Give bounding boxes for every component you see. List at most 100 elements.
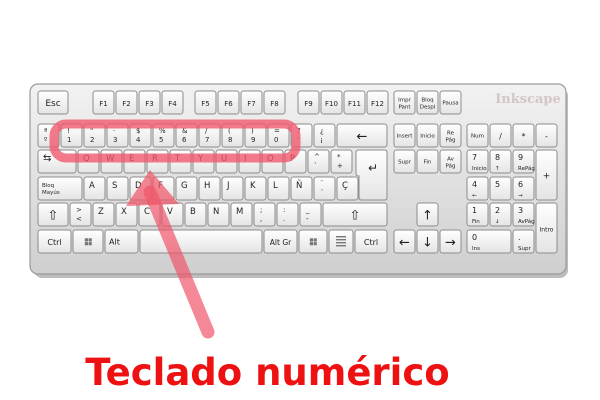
key-numpad-2[interactable]: 2↓ — [489, 202, 512, 227]
key-numpad-8[interactable]: 8↑ — [489, 149, 512, 174]
key-numpad-5[interactable]: 5 — [489, 176, 512, 201]
key-arrow-down[interactable]: ↓ — [416, 229, 439, 254]
keycap — [336, 176, 359, 201]
key-m[interactable]: M — [230, 202, 253, 227]
key-fin[interactable]: Fin — [416, 149, 439, 174]
key-bottom-label: + — [337, 162, 343, 170]
key-windows-left[interactable] — [72, 229, 104, 254]
keycap — [320, 90, 343, 115]
key-f7[interactable]: F7 — [240, 90, 263, 115]
key-9[interactable]: )9 — [244, 123, 267, 148]
key-l[interactable]: L — [267, 176, 290, 201]
key-dash[interactable]: _- — [299, 202, 322, 227]
key-f11[interactable]: F11 — [343, 90, 366, 115]
key-arrow-up[interactable]: ↑ — [416, 202, 439, 227]
key-s[interactable]: S — [106, 176, 129, 201]
key-grave[interactable]: ^` — [307, 149, 330, 174]
key-supr[interactable]: Supr — [393, 149, 416, 174]
key-ctrl-right[interactable]: Ctrl — [354, 229, 388, 254]
key-av-pag[interactable]: AvPág — [439, 149, 462, 174]
key-f2[interactable]: F2 — [115, 90, 138, 115]
key-4[interactable]: $4 — [129, 123, 152, 148]
key-f4[interactable]: F4 — [161, 90, 184, 115]
key-j[interactable]: J — [221, 176, 244, 201]
keycap — [253, 202, 276, 227]
key-bottom-label: ¡ — [320, 136, 323, 144]
key-n[interactable]: N — [207, 202, 230, 227]
key-label: Ñ — [296, 180, 302, 191]
key-label: - — [545, 132, 548, 141]
key-f3[interactable]: F3 — [138, 90, 161, 115]
key-windows-right[interactable] — [298, 229, 328, 254]
key-shift-left[interactable]: ⇧ — [37, 202, 69, 227]
key-sym[interactable]: ¿¡ — [313, 123, 336, 148]
key-numpad-dot[interactable]: .Supr — [512, 229, 535, 254]
key-plus[interactable]: *+ — [330, 149, 353, 174]
key-f9[interactable]: F9 — [297, 90, 320, 115]
keycap — [416, 229, 439, 254]
key-arrow-left[interactable]: ← — [393, 229, 416, 254]
key-numpad-minus[interactable]: - — [535, 123, 558, 148]
key-numpad-num[interactable]: Num — [466, 123, 489, 148]
key-f12[interactable]: F12 — [366, 90, 389, 115]
key-esc[interactable]: Esc — [37, 90, 69, 115]
key-ctrl-left[interactable]: Ctrl — [37, 229, 72, 254]
key-comma[interactable]: ;, — [253, 202, 276, 227]
key-period[interactable]: :. — [276, 202, 299, 227]
key-alt[interactable]: Alt — [104, 229, 139, 254]
key-alt-gr[interactable]: Alt Gr — [263, 229, 298, 254]
key-f10[interactable]: F10 — [320, 90, 343, 115]
key-h[interactable]: H — [198, 176, 221, 201]
key-x[interactable]: X — [115, 202, 138, 227]
key-numpad-divide[interactable]: / — [489, 123, 512, 148]
key-label: F3 — [145, 100, 153, 108]
key-arrow-right[interactable]: → — [439, 229, 462, 254]
key-label: Mayús — [42, 189, 60, 196]
key-label: ⇧ — [48, 209, 59, 224]
key-inicio[interactable]: Inicio — [416, 123, 439, 148]
key-numpad-4[interactable]: 4← — [466, 176, 489, 201]
key-label: Impr — [398, 98, 411, 104]
menu-icon-line — [336, 236, 346, 238]
key-angle[interactable]: >< — [69, 202, 92, 227]
key-space[interactable] — [139, 229, 263, 254]
key-cedilla[interactable]: Ç — [336, 176, 359, 201]
key-re-pag[interactable]: RePág — [439, 123, 462, 148]
key-shift-right[interactable]: ⇧ — [322, 202, 388, 227]
key-numpad-multiply[interactable]: * — [512, 123, 535, 148]
key-a[interactable]: A — [83, 176, 106, 201]
key-5[interactable]: %5 — [152, 123, 175, 148]
key-g[interactable]: G — [175, 176, 198, 201]
key-z[interactable]: Z — [92, 202, 115, 227]
key-acute[interactable]: ¨´ — [313, 176, 336, 201]
key-enter[interactable]: ↵ — [355, 149, 388, 201]
key-top-label: ) — [251, 127, 254, 135]
key-f8[interactable]: F8 — [263, 90, 286, 115]
keycap — [466, 149, 489, 174]
key-numpad-plus[interactable]: + — [535, 149, 558, 201]
key-numpad-6[interactable]: 6→ — [512, 176, 535, 201]
key-bottom-label: ` — [314, 162, 318, 170]
key-menu[interactable] — [328, 229, 354, 254]
key-insert[interactable]: Insert — [393, 123, 416, 148]
key-enye[interactable]: Ñ — [290, 176, 313, 201]
key-2[interactable]: "2 — [83, 123, 106, 148]
key-k[interactable]: K — [244, 176, 267, 201]
key-numpad-intro[interactable]: Intro — [535, 202, 558, 254]
key-f5[interactable]: F5 — [194, 90, 217, 115]
key-f1[interactable]: F1 — [92, 90, 115, 115]
key-label: Av — [447, 157, 454, 163]
key-f6[interactable]: F6 — [217, 90, 240, 115]
key-b[interactable]: B — [184, 202, 207, 227]
key-pausa[interactable]: Pausa — [439, 90, 462, 115]
key-backspace[interactable]: ← — [336, 123, 388, 148]
